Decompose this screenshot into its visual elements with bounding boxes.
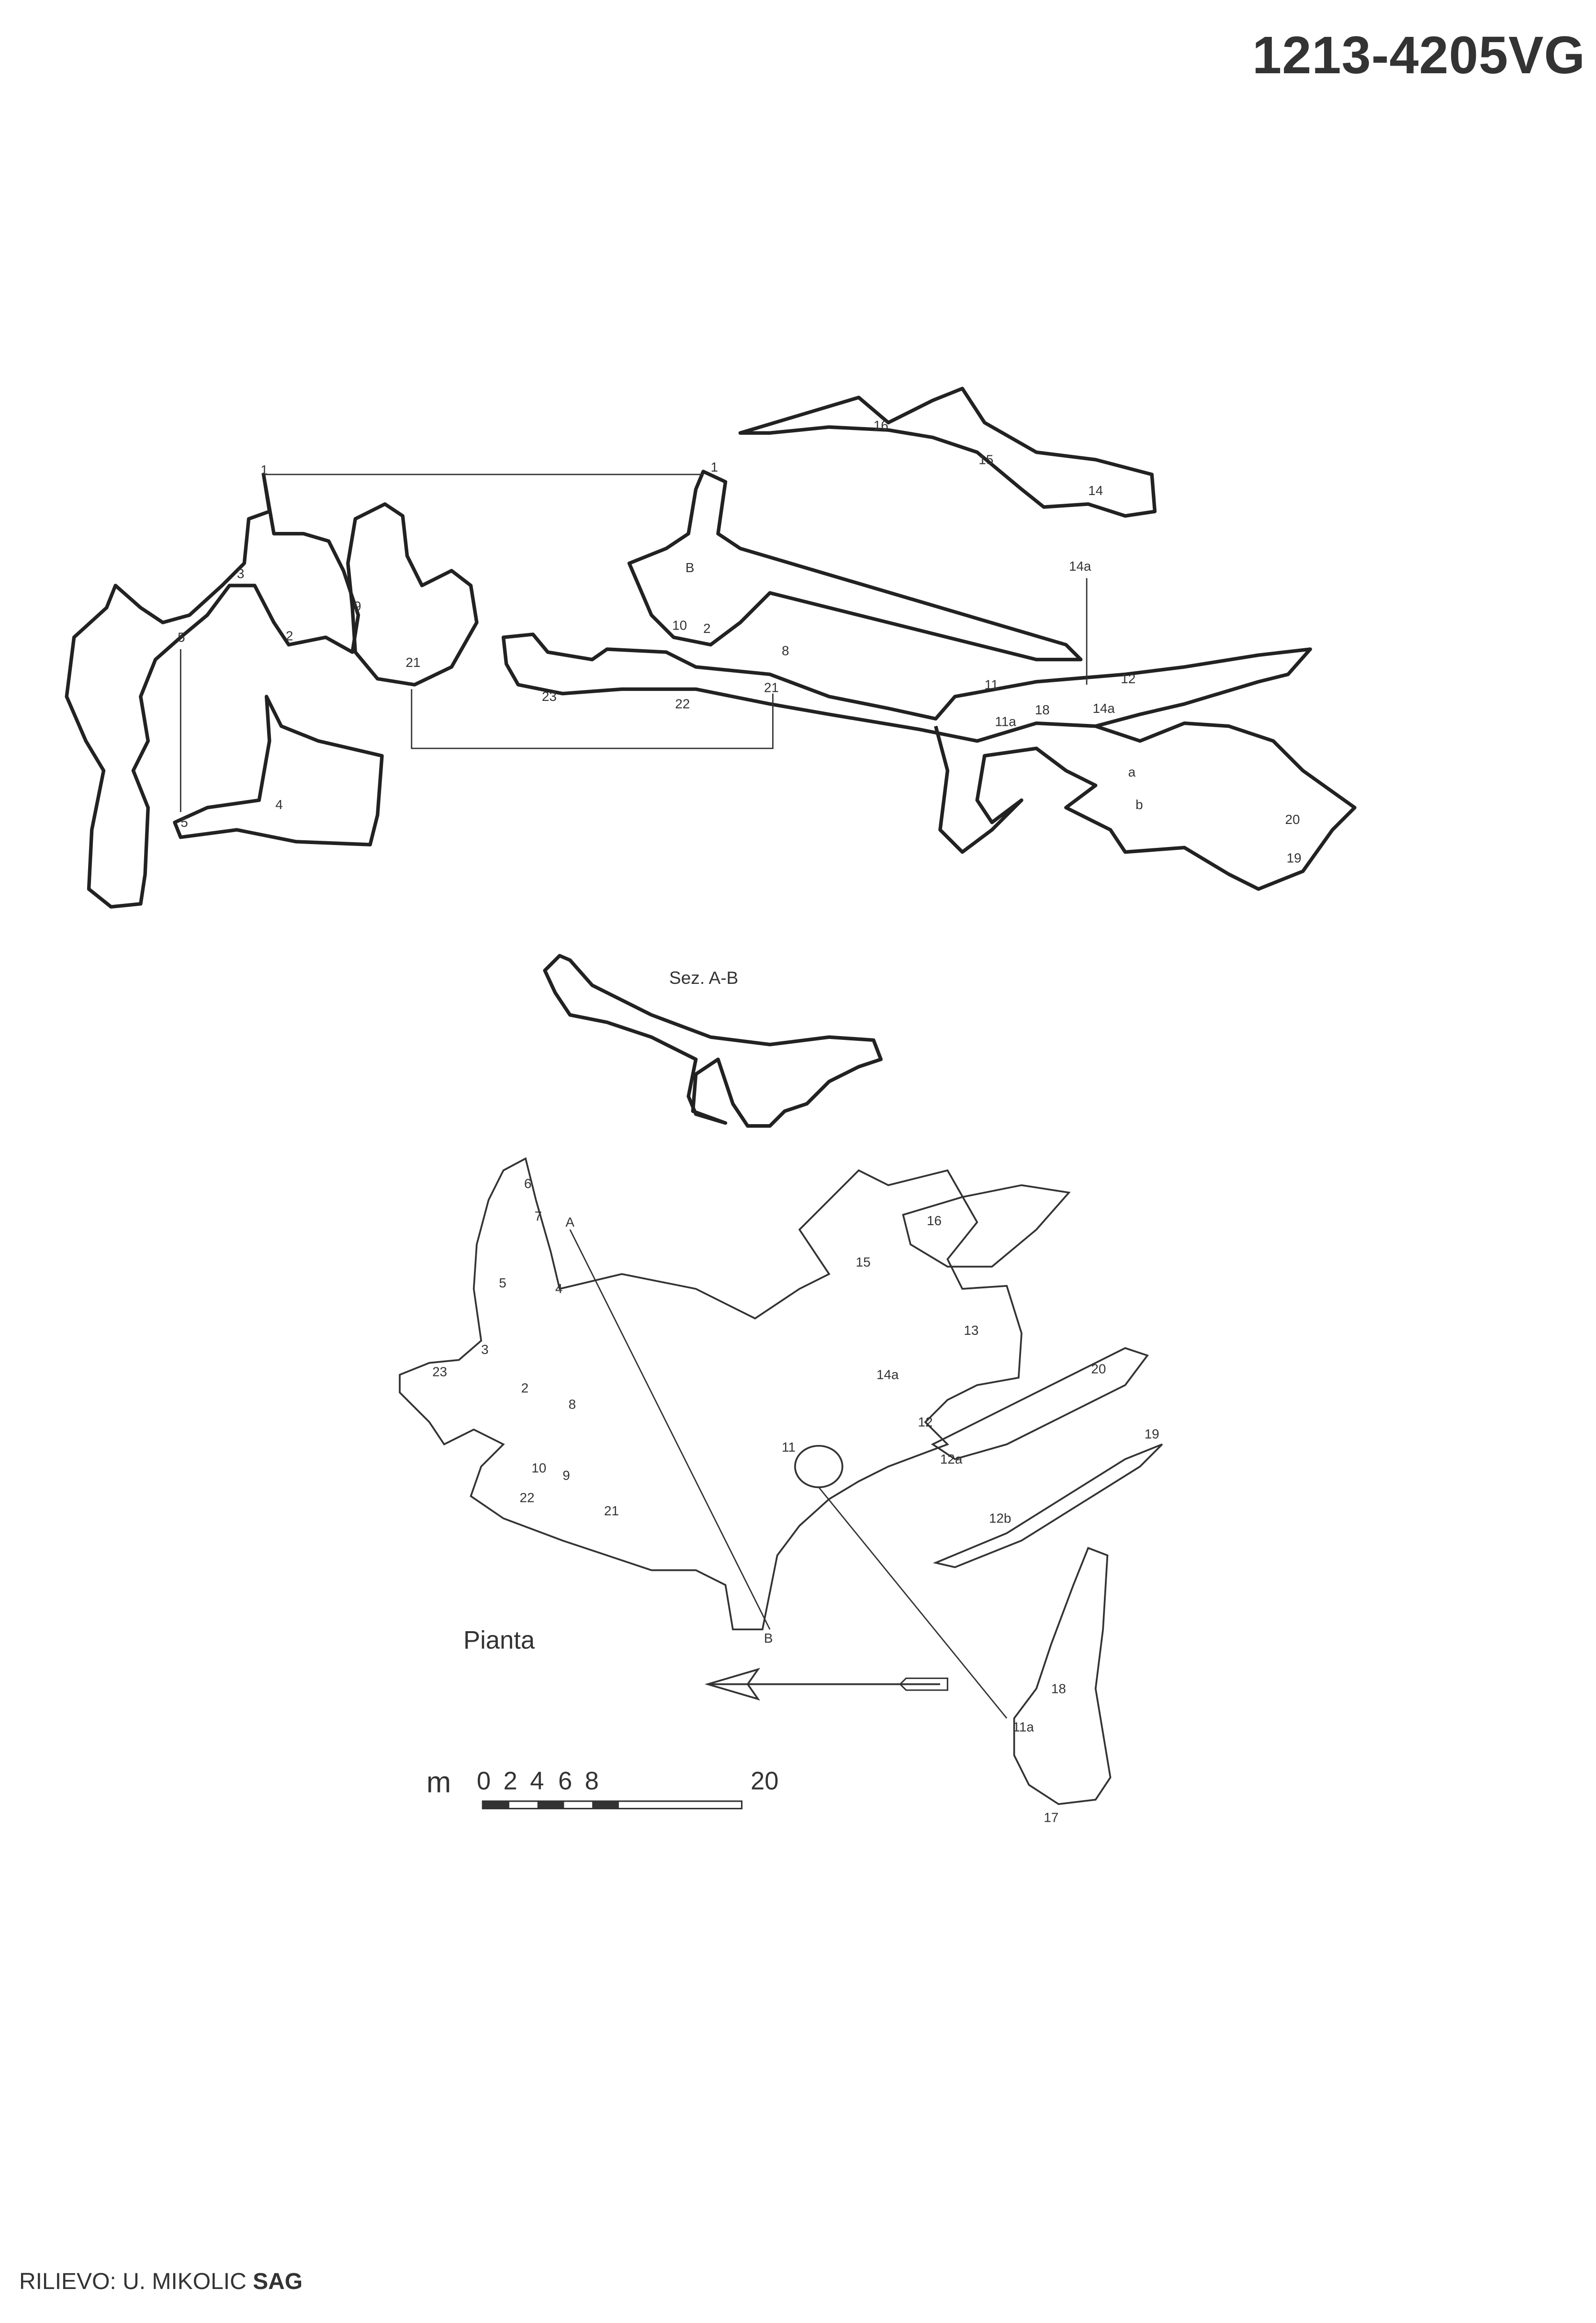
station-label: 21 <box>764 680 779 695</box>
station-label: 2 <box>286 628 293 643</box>
station-label: 16 <box>874 418 888 433</box>
north-arrow-icon <box>704 1668 948 1701</box>
section-upper-gallery <box>627 470 1083 662</box>
station-label: 13 <box>964 1323 978 1338</box>
station-label: 15 <box>978 452 993 467</box>
plan-link-line-11a <box>818 1487 1008 1719</box>
section-left-branch <box>65 473 360 909</box>
plan-branch-16 <box>902 1184 1071 1268</box>
scale-tick-label: 4 <box>530 1767 544 1795</box>
section-a-b-label: Sez. A-B <box>669 968 738 988</box>
station-label: 20 <box>1091 1361 1106 1376</box>
station-label: 10 <box>672 618 687 633</box>
station-label: 10 <box>531 1460 546 1475</box>
station-label: 17 <box>1044 1810 1058 1825</box>
station-label: 4 <box>275 797 282 812</box>
section-connection-line-bottom <box>411 689 774 749</box>
plan-section-line-a-b <box>569 1229 771 1630</box>
section-right-branches <box>934 721 1357 891</box>
scale-tick-label: 8 <box>585 1767 599 1795</box>
section-a-b-outline <box>543 954 883 1128</box>
station-label: 20 <box>1285 812 1300 827</box>
survey-credit: RILIEVO: U. MIKOLIC SAG <box>19 2268 303 2295</box>
station-label: 4 <box>555 1281 562 1296</box>
section-end-a-label: A <box>565 1215 574 1229</box>
section-chamber-9 <box>346 502 479 687</box>
station-label: B <box>686 560 695 575</box>
plan-branch-19 <box>933 1443 1163 1568</box>
station-label: 16 <box>927 1213 942 1228</box>
section-top-branch <box>738 386 1157 518</box>
station-label: a <box>1128 765 1136 779</box>
station-label: 1 <box>260 462 268 477</box>
section-a-b: Sez. A-B <box>543 954 883 1128</box>
station-label: 12b <box>989 1511 1011 1526</box>
station-label: 18 <box>1035 702 1050 717</box>
station-label: 19 <box>1145 1426 1159 1441</box>
station-label: 14 <box>1088 483 1103 498</box>
station-label: 14a <box>1069 559 1091 574</box>
station-label: 12 <box>918 1415 933 1430</box>
station-label: 5 <box>499 1275 506 1290</box>
station-label: 15 <box>856 1255 871 1270</box>
plan-main-outline <box>399 1157 1023 1631</box>
station-label: 8 <box>782 643 789 658</box>
station-label: 5 <box>178 630 185 644</box>
plan-label: Pianta <box>463 1626 535 1655</box>
section-station-labels: 1 1 3 2 9 5 21 23 22 21 10 2 B 8 16 15 1… <box>178 418 1301 865</box>
plan-branch-17 <box>1013 1546 1112 1805</box>
station-label: 22 <box>520 1490 535 1505</box>
scale-bar: m 0 2 4 6 8 20 <box>427 1766 779 1810</box>
station-label: 9 <box>354 598 361 613</box>
station-label: 12a <box>940 1452 963 1466</box>
station-label: b <box>1135 797 1143 812</box>
station-label: 18 <box>1051 1681 1066 1696</box>
station-label: 23 <box>432 1364 447 1379</box>
station-label: 21 <box>604 1503 619 1518</box>
longitudinal-section: 1 1 3 2 9 5 21 23 22 21 10 2 B 8 16 15 1… <box>65 386 1357 909</box>
station-label: 11a <box>1012 1720 1034 1735</box>
station-label: 6 <box>524 1176 531 1191</box>
station-label: 8 <box>569 1397 576 1411</box>
station-label: 9 <box>562 1468 570 1483</box>
plan-branch-20 <box>931 1347 1149 1460</box>
credit-author: RILIEVO: U. MIKOLIC <box>19 2269 247 2294</box>
station-label: 1 <box>711 460 718 474</box>
station-label: 22 <box>675 697 690 711</box>
station-label: 23 <box>542 689 557 704</box>
scale-tick-label: 6 <box>558 1767 572 1795</box>
cave-catalog-number: 1213-4205VG <box>1252 26 1585 85</box>
station-label: 2 <box>521 1380 528 1395</box>
station-label: 12 <box>1121 671 1135 686</box>
scale-tick-label: 20 <box>751 1767 778 1795</box>
station-label: 11 <box>782 1440 796 1455</box>
scale-tick-label: 2 <box>504 1767 517 1795</box>
station-label: 11a <box>995 714 1016 729</box>
plan-station-labels: 6 7 5 4 A 3 23 2 8 10 9 22 21 B 11 14a 1… <box>432 1176 1159 1825</box>
station-label: 7 <box>534 1209 541 1224</box>
station-label: 21 <box>405 655 420 670</box>
station-label: 14a <box>877 1367 899 1382</box>
plan-view: 6 7 5 4 A 3 23 2 8 10 9 22 21 B 11 14a 1… <box>399 1157 1163 1825</box>
station-label: 3 <box>481 1342 488 1357</box>
scale-unit: m <box>427 1766 451 1799</box>
scale-tick-label: 0 <box>477 1767 491 1795</box>
section-end-b-label: B <box>764 1631 773 1646</box>
section-main-gallery <box>501 632 1312 743</box>
station-label: 2 <box>703 621 710 636</box>
station-label: 14a <box>1092 701 1115 716</box>
station-label: 5 <box>180 815 188 830</box>
section-lower-chamber <box>173 695 384 846</box>
station-label: 3 <box>237 566 244 581</box>
station-label: 19 <box>1287 850 1302 865</box>
credit-group: SAG <box>253 2269 303 2294</box>
plan-doline-11 <box>794 1444 843 1489</box>
station-label: 11 <box>985 677 999 692</box>
